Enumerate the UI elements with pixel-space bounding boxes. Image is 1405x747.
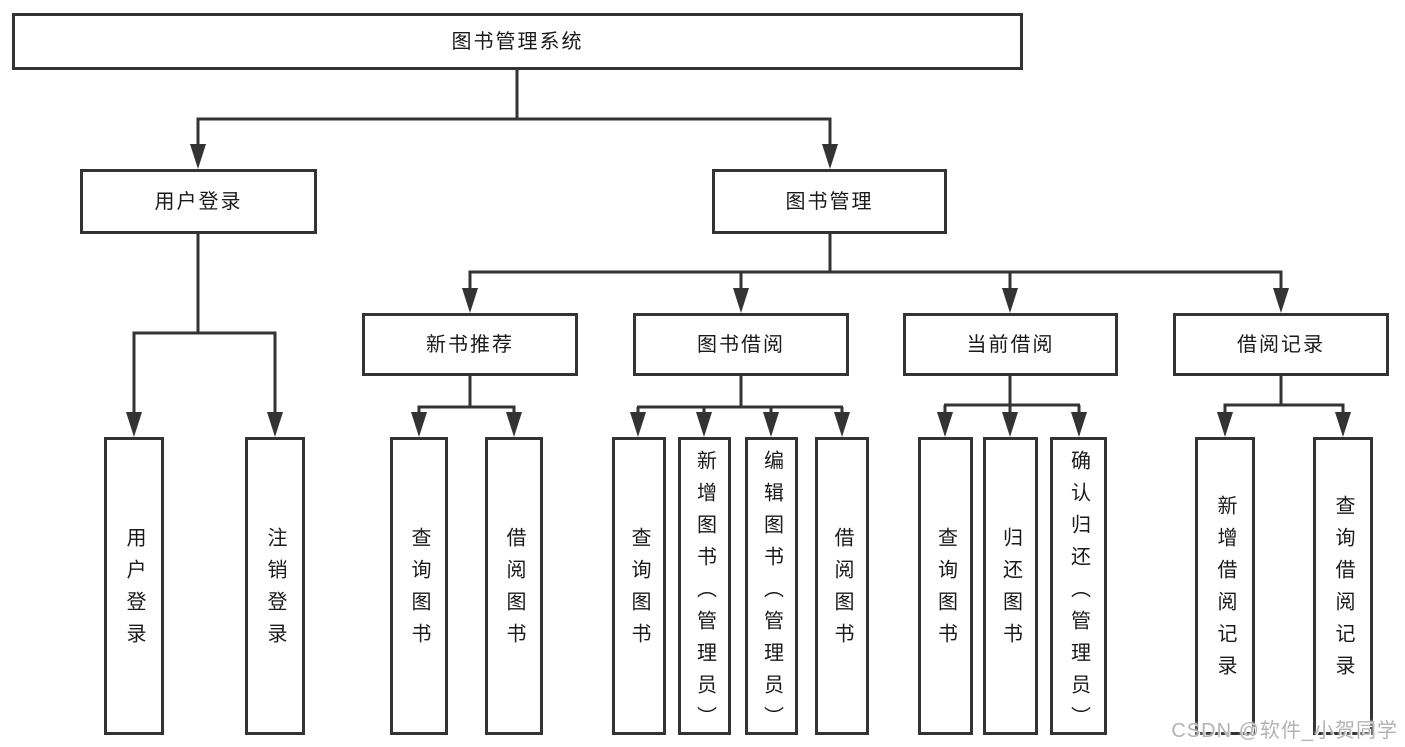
leaf-bb-edit-books-admin: 编辑图书（管理员） <box>745 437 798 738</box>
connector-user-login-to-leaves <box>126 234 283 437</box>
connector-book-borrow-to-leaves <box>630 376 850 437</box>
leaf-logout: 注销登录 <box>245 437 305 735</box>
leaf-user-login: 用户登录 <box>104 437 164 735</box>
node-new-book-recommend: 新书推荐 <box>362 313 578 376</box>
node-book-borrow: 图书借阅 <box>633 313 849 376</box>
node-book-management: 图书管理 <box>712 169 947 234</box>
connector-root-to-level2 <box>190 70 838 169</box>
connector-book-management-to-level3 <box>462 234 1289 313</box>
leaf-br-add-record: 新增借阅记录 <box>1195 437 1255 735</box>
leaf-br-query-record: 查询借阅记录 <box>1313 437 1373 735</box>
leaf-nb-borrow-books: 借阅图书 <box>485 437 543 735</box>
connector-borrow-records-to-leaves <box>1217 376 1351 437</box>
leaf-cb-return-books: 归还图书 <box>983 437 1038 735</box>
node-user-login: 用户登录 <box>80 169 317 234</box>
leaf-cb-confirm-return-admin: 确认归还（管理员） <box>1050 437 1107 738</box>
csdn-watermark: CSDN @软件_小贺同学 <box>1171 720 1398 742</box>
node-root: 图书管理系统 <box>12 13 1023 70</box>
leaf-cb-query-books: 查询图书 <box>918 437 973 735</box>
leaf-bb-query-books: 查询图书 <box>612 437 666 735</box>
connector-new-book-recommend-to-leaves <box>411 376 522 437</box>
leaf-bb-borrow-books: 借阅图书 <box>815 437 869 735</box>
node-borrow-records: 借阅记录 <box>1173 313 1389 376</box>
leaf-nb-query-books: 查询图书 <box>390 437 448 735</box>
node-current-borrow: 当前借阅 <box>903 313 1118 376</box>
leaf-bb-add-books-admin: 新增图书（管理员） <box>678 437 731 738</box>
connector-current-borrow-to-leaves <box>937 376 1087 437</box>
